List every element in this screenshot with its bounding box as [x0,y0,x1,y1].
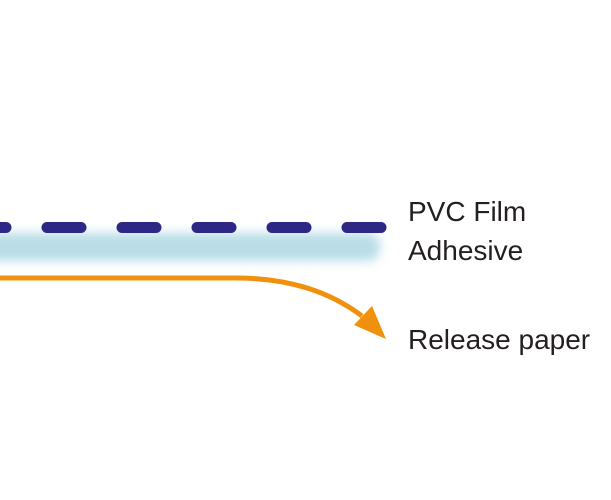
adhesive-label: Adhesive [408,235,524,266]
release-paper-arrowhead-icon [354,306,386,339]
adhesive-layer [0,233,380,261]
release-paper-line [0,275,364,319]
pvc-film-label: PVC Film [408,196,527,227]
release-paper-label: Release paper [408,324,591,355]
